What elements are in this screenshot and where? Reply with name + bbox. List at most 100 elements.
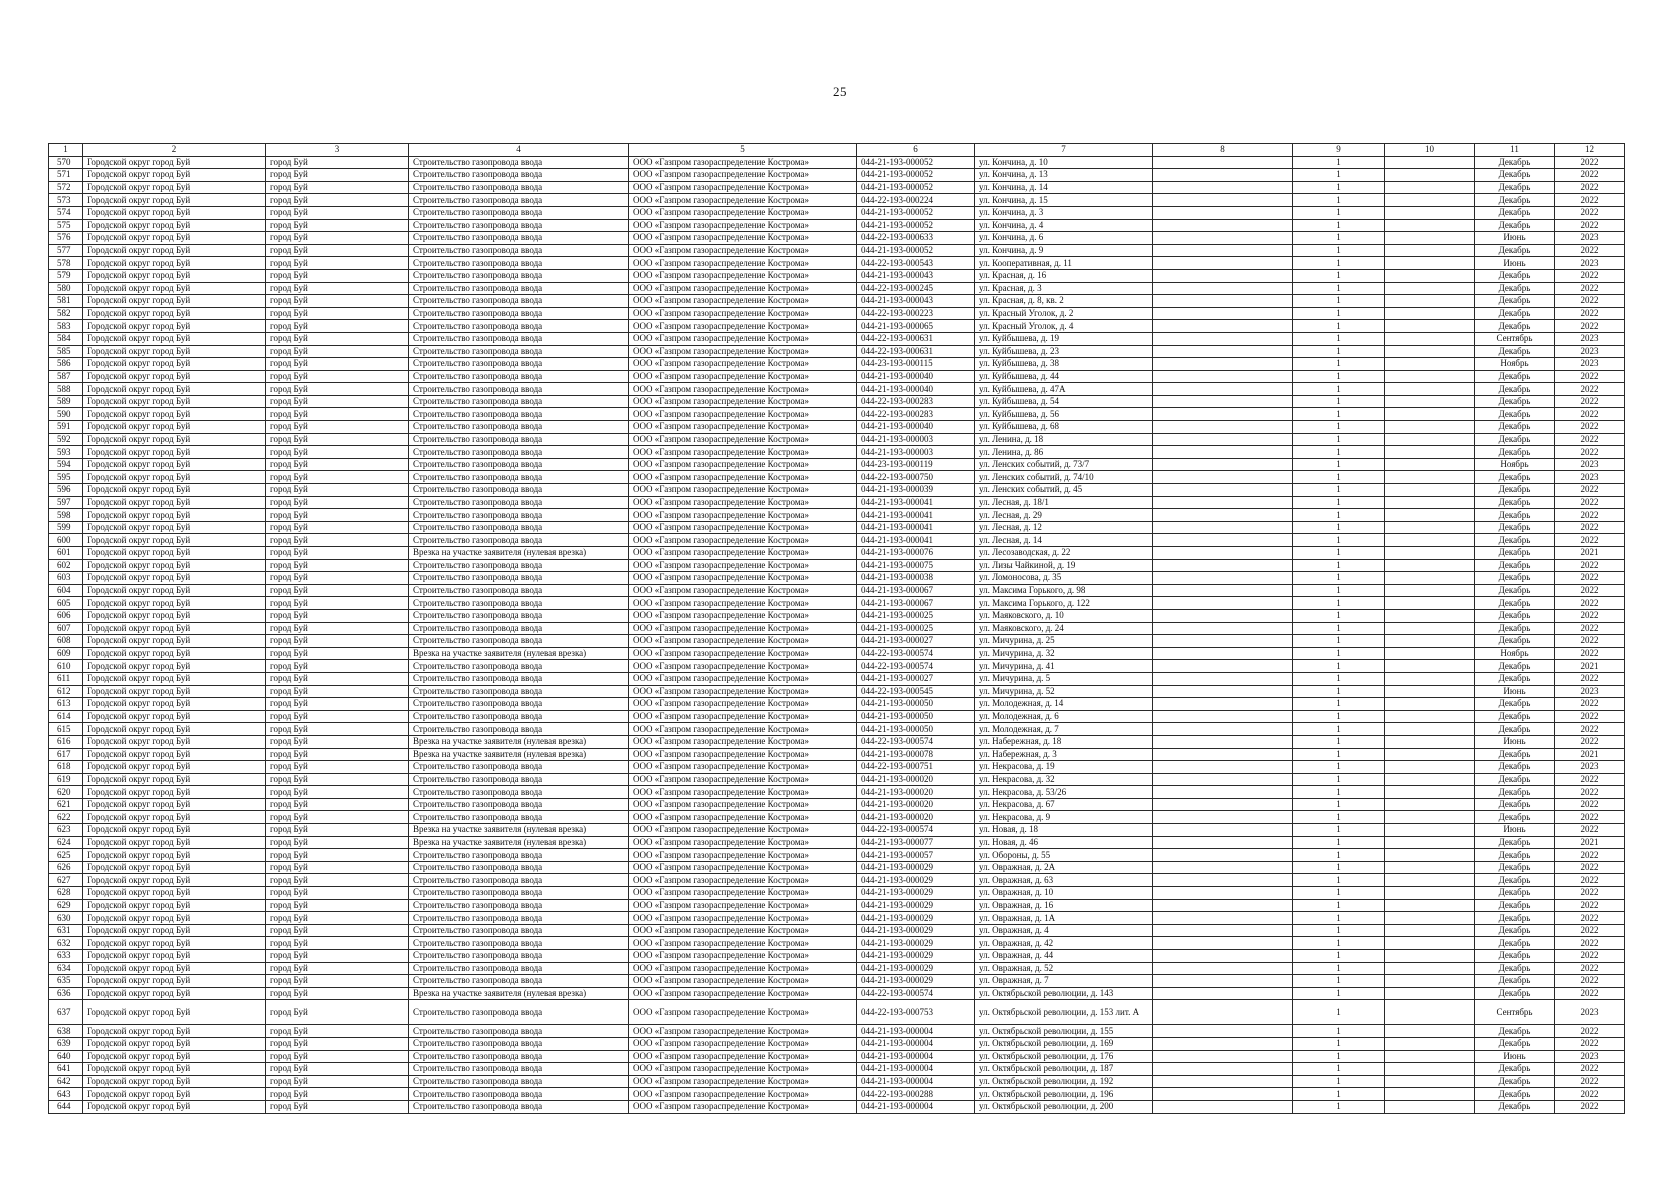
cell-application-id: 044-21-193-000029 bbox=[856, 923, 975, 938]
cell-work-type: Строительство газопровода ввода bbox=[408, 722, 629, 736]
cell-col-8 bbox=[1152, 583, 1293, 598]
cell-col-8 bbox=[1152, 281, 1293, 296]
cell-quantity: 1 bbox=[1292, 621, 1385, 636]
cell-year: 2022 bbox=[1554, 432, 1625, 447]
cell-municipality: Городской округ город Буй bbox=[82, 306, 266, 321]
cell-work-type: Строительство газопровода ввода bbox=[408, 331, 629, 346]
cell-col-10 bbox=[1384, 445, 1475, 459]
cell-col-8 bbox=[1152, 898, 1293, 913]
cell-quantity: 1 bbox=[1292, 294, 1385, 308]
cell-month: Декабрь bbox=[1474, 671, 1555, 686]
cell-year: 2022 bbox=[1554, 533, 1625, 547]
cell-quantity: 1 bbox=[1292, 659, 1385, 673]
cell-organization: ООО «Газпром газораспределение Кострома» bbox=[628, 823, 857, 837]
cell-application-id: 044-21-193-000004 bbox=[856, 1099, 975, 1114]
cell-address: ул. Молодежная, д. 14 bbox=[974, 697, 1153, 711]
cell-col-10 bbox=[1384, 722, 1475, 736]
cell-col-10 bbox=[1384, 1099, 1475, 1114]
cell-row-number: 637 bbox=[48, 999, 83, 1026]
cell-work-type: Строительство газопровода ввода bbox=[408, 407, 629, 422]
cell-col-8 bbox=[1152, 709, 1293, 724]
cell-municipality: Городской округ город Буй bbox=[82, 810, 266, 825]
cell-address: ул. Октябрьской революции, д. 143 bbox=[974, 986, 1153, 1001]
cell-row-number: 584 bbox=[48, 331, 83, 346]
cell-work-type: Строительство газопровода ввода bbox=[408, 999, 629, 1026]
cell-work-type: Строительство газопровода ввода bbox=[408, 684, 629, 699]
cell-row-number: 644 bbox=[48, 1099, 83, 1114]
cell-row-number: 628 bbox=[48, 886, 83, 900]
cell-work-type: Строительство газопровода ввода bbox=[408, 974, 629, 988]
cell-application-id: 044-22-193-000633 bbox=[856, 231, 975, 245]
cell-settlement: город Буй bbox=[265, 218, 409, 233]
cell-organization: ООО «Газпром газораспределение Кострома» bbox=[628, 445, 857, 459]
cell-col-10 bbox=[1384, 1049, 1475, 1064]
cell-organization: ООО «Газпром газораспределение Кострома» bbox=[628, 546, 857, 560]
cell-col-10 bbox=[1384, 205, 1475, 220]
cell-col-8 bbox=[1152, 1099, 1293, 1114]
cell-settlement: город Буй bbox=[265, 1087, 409, 1101]
cell-col-10 bbox=[1384, 886, 1475, 900]
cell-quantity: 1 bbox=[1292, 445, 1385, 459]
cell-application-id: 044-21-193-000052 bbox=[856, 243, 975, 258]
cell-year: 2023 bbox=[1554, 684, 1625, 699]
cell-address: ул. Овражная, д. 7 bbox=[974, 974, 1153, 988]
cell-application-id: 044-21-193-000020 bbox=[856, 785, 975, 799]
cell-row-number: 610 bbox=[48, 659, 83, 673]
cell-work-type: Строительство газопровода ввода bbox=[408, 420, 629, 434]
cell-address: ул. Красный Уголок, д. 2 bbox=[974, 306, 1153, 321]
cell-address: ул. Маяковского, д. 24 bbox=[974, 621, 1153, 636]
cell-work-type: Строительство газопровода ввода bbox=[408, 256, 629, 270]
cell-application-id: 044-22-193-000631 bbox=[856, 331, 975, 346]
cell-quantity: 1 bbox=[1292, 558, 1385, 573]
cell-row-number: 625 bbox=[48, 848, 83, 862]
cell-organization: ООО «Газпром газораспределение Кострома» bbox=[628, 331, 857, 346]
cell-settlement: город Буй bbox=[265, 1074, 409, 1089]
cell-organization: ООО «Газпром газораспределение Кострома» bbox=[628, 495, 857, 510]
cell-municipality: Городской округ город Буй bbox=[82, 659, 266, 673]
cell-year: 2022 bbox=[1554, 734, 1625, 749]
cell-work-type: Строительство газопровода ввода bbox=[408, 785, 629, 799]
cell-quantity: 1 bbox=[1292, 810, 1385, 825]
cell-application-id: 044-21-193-000075 bbox=[856, 558, 975, 573]
cell-year: 2022 bbox=[1554, 961, 1625, 976]
cell-municipality: Городской округ город Буй bbox=[82, 294, 266, 308]
cell-month: Декабрь bbox=[1474, 268, 1555, 283]
cell-work-type: Строительство газопровода ввода bbox=[408, 357, 629, 371]
cell-quantity: 1 bbox=[1292, 571, 1385, 585]
cell-month: Декабрь bbox=[1474, 860, 1555, 875]
cell-settlement: город Буй bbox=[265, 986, 409, 1001]
cell-application-id: 044-21-193-000027 bbox=[856, 634, 975, 648]
cell-year: 2021 bbox=[1554, 546, 1625, 560]
cell-quantity: 1 bbox=[1292, 205, 1385, 220]
cell-settlement: город Буй bbox=[265, 1024, 409, 1038]
cell-row-number: 572 bbox=[48, 180, 83, 195]
cell-application-id: 044-21-193-000025 bbox=[856, 608, 975, 623]
cell-col-10 bbox=[1384, 256, 1475, 270]
cell-address: ул. Кончина, д. 4 bbox=[974, 218, 1153, 233]
cell-municipality: Городской округ город Буй bbox=[82, 508, 266, 522]
cell-municipality: Городской округ город Буй bbox=[82, 697, 266, 711]
column-header-11: 11 bbox=[1474, 143, 1555, 157]
cell-col-10 bbox=[1384, 898, 1475, 913]
cell-row-number: 609 bbox=[48, 646, 83, 661]
cell-year: 2022 bbox=[1554, 281, 1625, 296]
cell-work-type: Строительство газопровода ввода bbox=[408, 886, 629, 900]
cell-municipality: Городской округ город Буй bbox=[82, 268, 266, 283]
cell-organization: ООО «Газпром газораспределение Кострома» bbox=[628, 457, 857, 472]
cell-col-8 bbox=[1152, 432, 1293, 447]
cell-address: ул. Октябрьской революции, д. 155 bbox=[974, 1024, 1153, 1038]
cell-address: ул. Куйбышева, д. 47А bbox=[974, 382, 1153, 396]
cell-application-id: 044-21-193-000020 bbox=[856, 810, 975, 825]
cell-col-8 bbox=[1152, 634, 1293, 648]
cell-organization: ООО «Газпром газораспределение Кострома» bbox=[628, 369, 857, 384]
cell-col-10 bbox=[1384, 999, 1475, 1026]
